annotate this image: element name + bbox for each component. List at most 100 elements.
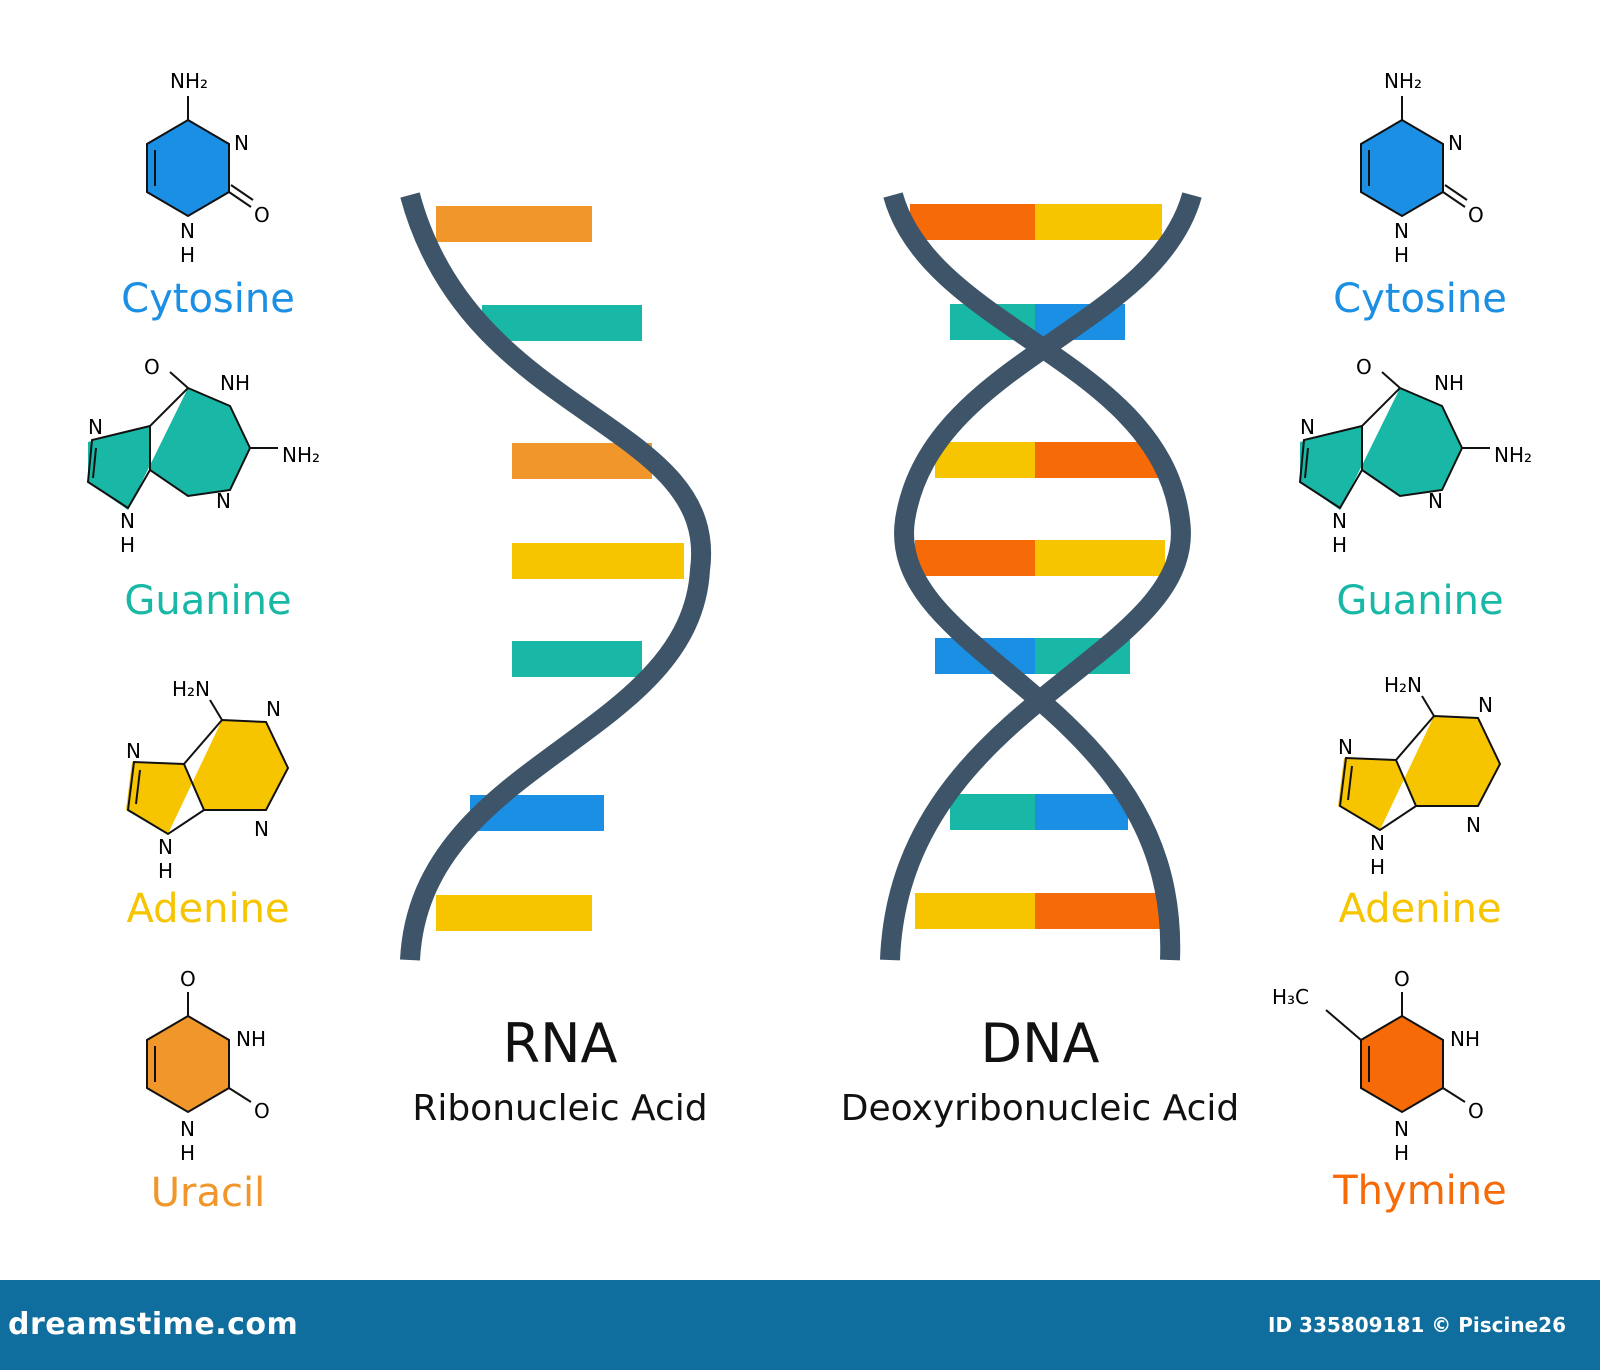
imine-label: NH [1450, 1027, 1480, 1051]
nitrogen-label: N [216, 489, 231, 513]
oxygen-label: O [180, 967, 196, 991]
nitrogen-label: N [120, 509, 135, 533]
adenine-double-bond [135, 769, 141, 805]
thymine-structure-right: O H₃C NH O N H [1272, 967, 1484, 1165]
amine-label: NH₂ [1494, 443, 1532, 467]
nitrogen-label: N [1394, 1117, 1409, 1141]
nitrogen-label: N [1466, 813, 1481, 837]
rna-base-rungs [436, 206, 684, 931]
nitrogen-label: N [158, 835, 173, 859]
guanine-six-ring [149, 386, 252, 498]
guanine-structure-left: O NH N NH₂ N N H [86, 355, 320, 557]
oxygen-label: O [1394, 967, 1410, 991]
nitrogen-label: N [180, 1117, 195, 1141]
base-label-uracil-left: Uracil [151, 1170, 265, 1216]
hydrogen-label: H [1332, 533, 1347, 557]
cytosine-ring [146, 118, 230, 218]
uracil-bond [228, 1087, 252, 1103]
adenine-fill [1338, 716, 1500, 830]
guanine-five-ring [86, 425, 151, 510]
guanine-bond [169, 371, 189, 389]
uracil-ring [146, 1014, 230, 1114]
adenine-structure-left: H₂N N N N N H [126, 677, 290, 883]
hydrogen-label: H [180, 243, 195, 267]
dna-rung-guanine [950, 794, 1035, 830]
dna-rung-thymine [915, 540, 1035, 576]
nitrogen-label: N [180, 219, 195, 243]
dna-rung-thymine [1035, 442, 1160, 478]
cytosine-bond [1444, 184, 1468, 201]
nitrogen-label: N [126, 739, 141, 763]
nitrogen-label: N [1428, 489, 1443, 513]
rna-rung-guanine [482, 305, 642, 341]
amine-label: NH₂ [282, 443, 320, 467]
hydrogen-label: H [1394, 1141, 1409, 1165]
dna-rung-adenine [1035, 204, 1162, 240]
cytosine-structure-left: NH₂ N O N H [146, 69, 270, 267]
adenine-double-bond [1347, 765, 1353, 801]
base-label-cytosine-right: Cytosine [1333, 276, 1507, 322]
nitrogen-label: N [1448, 131, 1463, 155]
dna-subtitle: Deoxyribonucleic Acid [841, 1088, 1240, 1129]
dna-rung-adenine [1035, 540, 1165, 576]
rna-rung-adenine [512, 543, 684, 579]
adenine-five-ring [1338, 756, 1417, 832]
thymine-ring [1360, 1014, 1444, 1114]
oxygen-label: O [254, 1099, 270, 1123]
guanine-fill [1300, 388, 1462, 510]
imine-label: NH [1434, 371, 1464, 395]
nitrogen-label: N [266, 697, 281, 721]
dna-base-pair-rungs [910, 204, 1165, 929]
cytosine-structure-right: NH₂ N O N H [1360, 69, 1484, 267]
base-label-guanine-left: Guanine [124, 578, 291, 624]
adenine-bond [1421, 695, 1435, 717]
oxygen-label: O [254, 203, 270, 227]
thymine-methyl-bond [1325, 1009, 1362, 1041]
amine-label: H₂N [1384, 673, 1422, 697]
adenine-bond [209, 699, 223, 721]
amine-label: NH₂ [170, 69, 208, 93]
hydrogen-label: H [180, 1141, 195, 1165]
methyl-label: H₃C [1272, 985, 1309, 1009]
nitrogen-label: N [234, 131, 249, 155]
rna-rung-uracil [436, 206, 592, 242]
dna-title: DNA [981, 1012, 1100, 1075]
base-label-adenine-right: Adenine [1338, 886, 1501, 932]
guanine-six-ring [1361, 386, 1464, 498]
rna-backbone [400, 192, 712, 961]
guanine-double-bond [1304, 447, 1309, 479]
hydrogen-label: H [1394, 243, 1409, 267]
rna-title: RNA [503, 1012, 618, 1075]
guanine-structure-right: O NH N NH₂ N N H [1298, 355, 1532, 557]
cytosine-bond [228, 191, 252, 208]
hydrogen-label: H [158, 859, 173, 883]
nitrogen-label: N [1332, 509, 1347, 533]
base-label-guanine-right: Guanine [1336, 578, 1503, 624]
imine-label: NH [236, 1027, 266, 1051]
oxygen-label: O [1356, 355, 1372, 379]
stock-site-logo: dreamstime.com [8, 1307, 299, 1342]
guanine-double-bond [92, 447, 97, 479]
oxygen-label: O [144, 355, 160, 379]
cytosine-ring [1360, 118, 1444, 218]
rna-rung-adenine [436, 895, 592, 931]
amine-label: H₂N [172, 677, 210, 701]
nitrogen-label: N [1338, 735, 1353, 759]
rna-rung-guanine [512, 641, 642, 677]
base-label-cytosine-left: Cytosine [121, 276, 295, 322]
oxygen-label: O [1468, 1099, 1484, 1123]
nitrogen-label: N [1478, 693, 1493, 717]
nitrogen-label: N [1370, 831, 1385, 855]
dna-backbone-right [894, 192, 1202, 961]
uracil-structure-left: O NH O N H [146, 967, 270, 1165]
imine-label: NH [220, 371, 250, 395]
dna-rung-thymine [910, 204, 1035, 240]
dna-rung-adenine [935, 442, 1035, 478]
amine-label: NH₂ [1384, 69, 1422, 93]
cytosine-bond [1442, 191, 1466, 208]
base-label-thymine-right: Thymine [1332, 1168, 1507, 1214]
cytosine-bond [230, 184, 254, 201]
thymine-bond [1442, 1087, 1466, 1103]
guanine-bond [1381, 371, 1401, 389]
guanine-fill [88, 388, 250, 510]
